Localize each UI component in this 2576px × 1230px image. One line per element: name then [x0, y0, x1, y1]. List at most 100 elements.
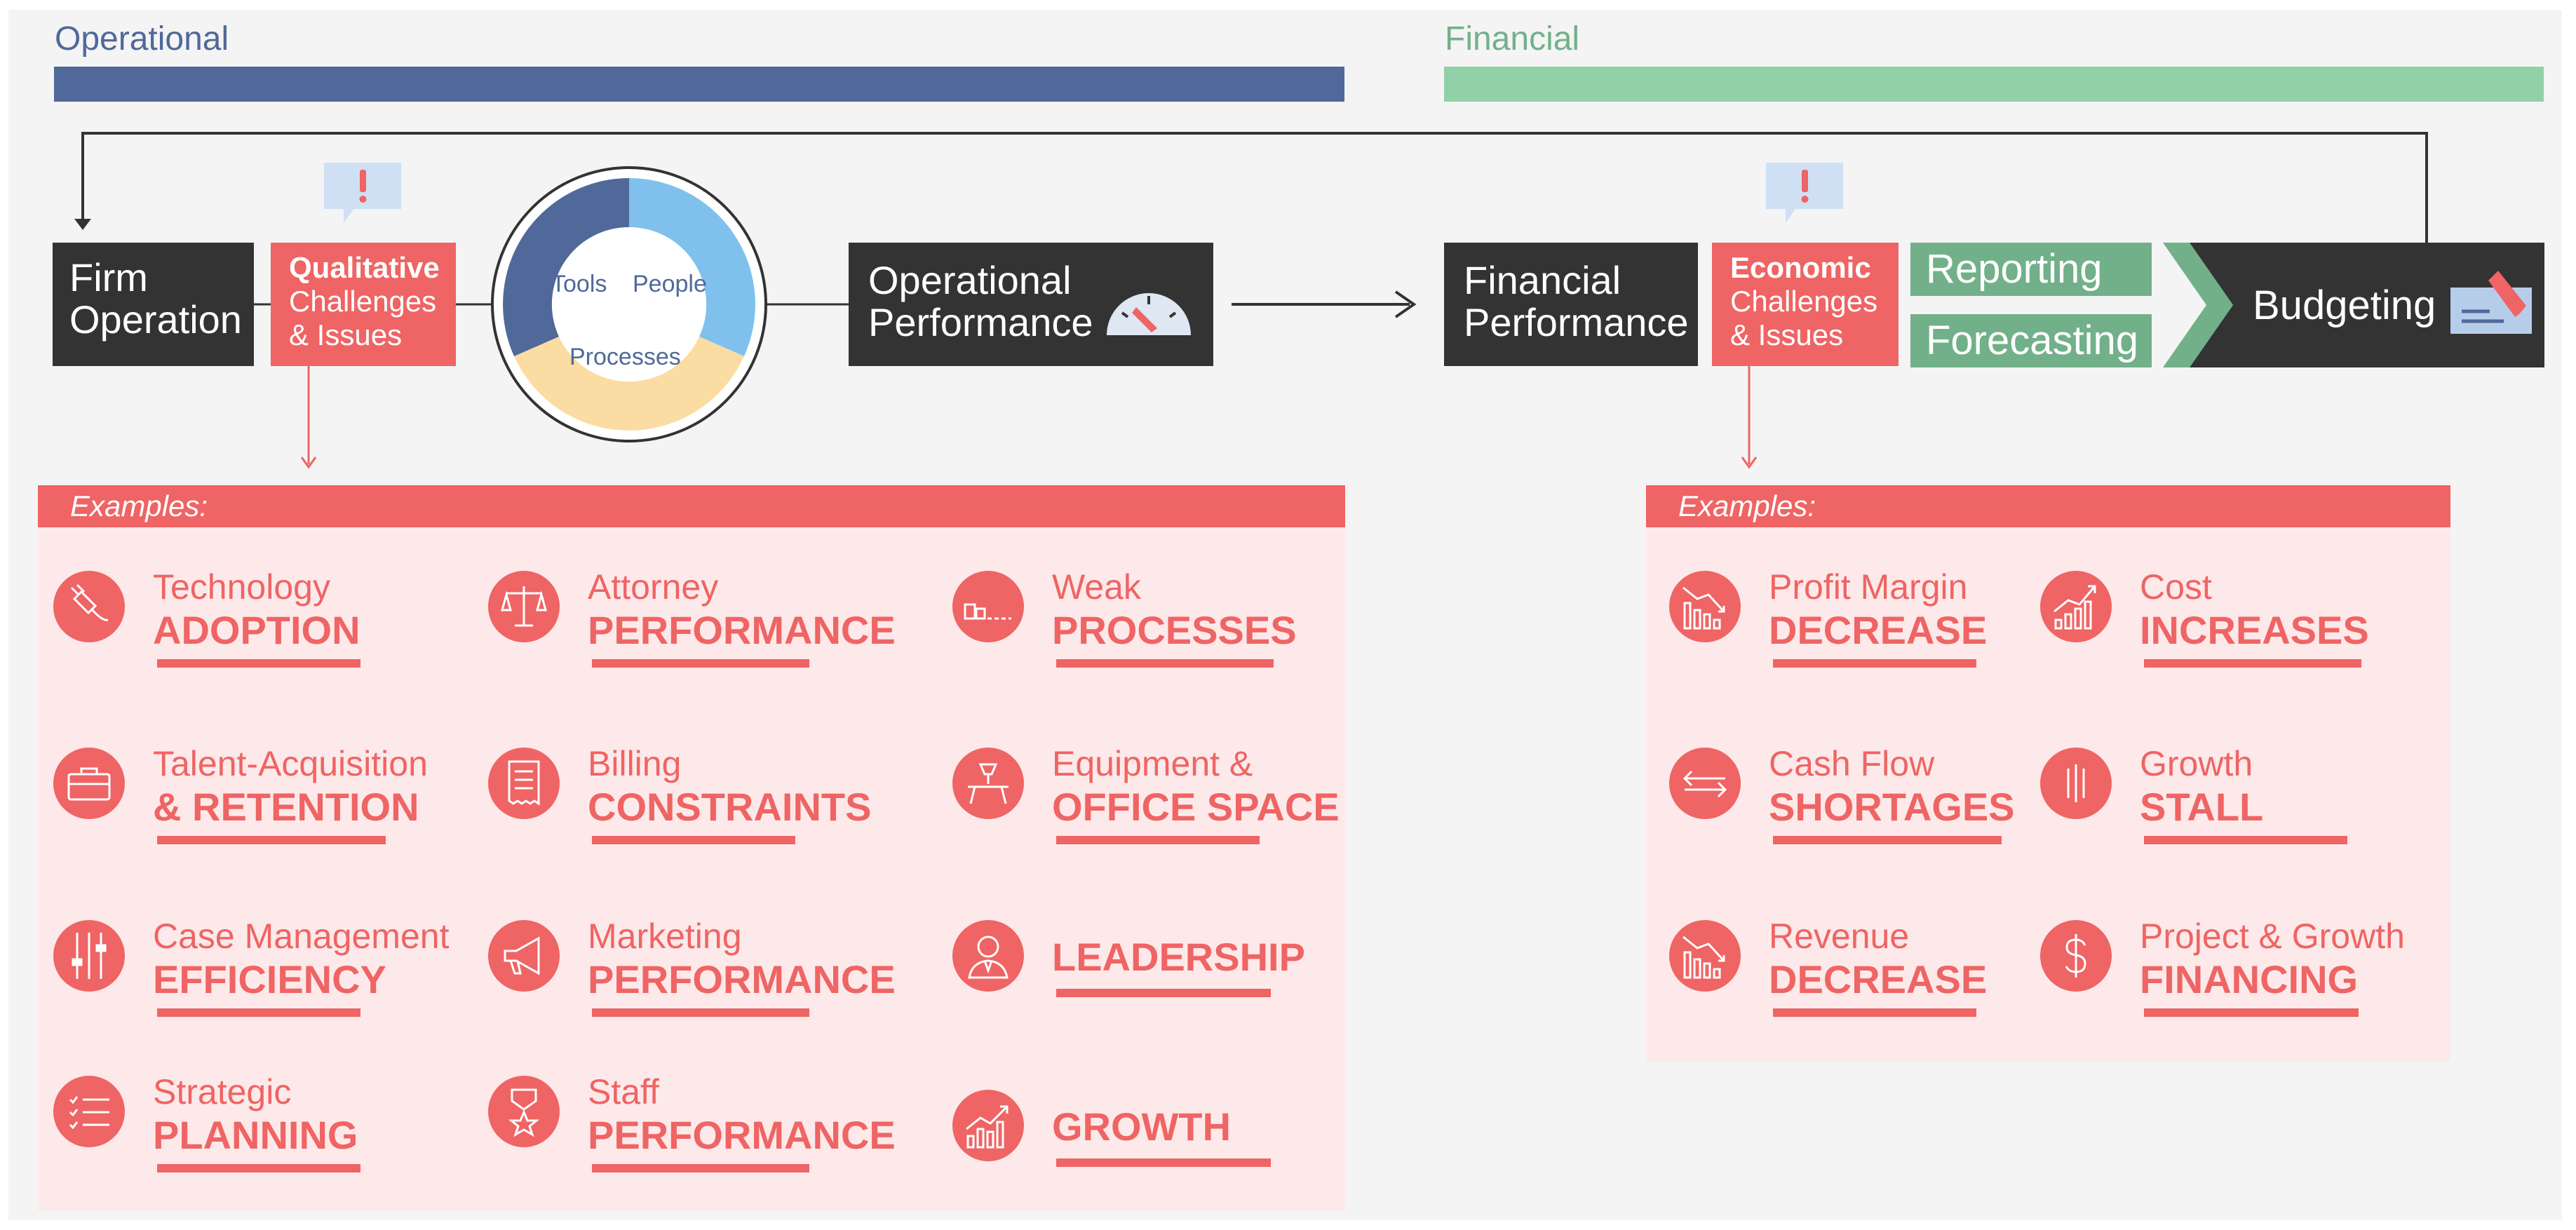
medal-icon: [488, 1076, 560, 1147]
economic-challenges-box: Economic Challenges & Issues: [1712, 243, 1899, 366]
example-revenue-decrease: Revenue DECREASE: [1669, 917, 2076, 1032]
item-line2: DECREASE: [1769, 608, 1988, 652]
item-line2: EFFICIENCY: [153, 957, 386, 1001]
scales-icon: [488, 571, 560, 642]
example-marketing-performance: Marketing PERFORMANCE: [488, 917, 896, 1032]
item-line1: Staff: [588, 1072, 659, 1111]
item-line2: SHORTAGES: [1769, 785, 2015, 829]
item-line2: INCREASES: [2140, 608, 2369, 652]
financial-performance-line2: Performance: [1464, 300, 1689, 344]
qualitative-line2: Challenges: [289, 285, 437, 318]
qualitative-line3: & Issues: [289, 318, 403, 351]
item-line1: Equipment &: [1052, 744, 1253, 783]
decline-chart-icon: [1669, 920, 1741, 992]
item-line1: Growth: [2140, 744, 2253, 783]
example-strategic-planning: Strategic PLANNING: [53, 1072, 460, 1188]
briefcase-icon: [53, 748, 125, 819]
financial-performance-box: Financial Performance: [1444, 243, 1698, 366]
item-line2: CONSTRAINTS: [588, 785, 872, 829]
operational-examples-panel: [38, 485, 1345, 1210]
item-line2: PLANNING: [153, 1113, 358, 1157]
item-line2: & RETENTION: [153, 785, 419, 829]
operational-examples-header: Examples:: [38, 485, 1345, 527]
checklist-icon: [53, 1076, 125, 1147]
speedometer-icon: [1107, 293, 1191, 335]
item-line1: Project & Growth: [2140, 917, 2405, 956]
operational-performance-line2: Performance: [868, 300, 1093, 344]
economic-line3: & Issues: [1730, 318, 1844, 351]
financial-performance-line1: Financial: [1464, 258, 1621, 302]
item-line2: PROCESSES: [1052, 608, 1297, 652]
item-line2: PERFORMANCE: [588, 957, 896, 1001]
firm-operation-box: Firm Operation: [53, 243, 254, 366]
example-talent-acquisition: Talent-Acquisition & RETENTION: [53, 744, 460, 860]
operational-label: Operational: [55, 20, 229, 58]
economic-title: Economic: [1730, 251, 1871, 284]
sliders-icon: [53, 920, 125, 992]
item-line1: Cash Flow: [1769, 744, 1935, 783]
example-weak-processes: Weak PROCESSES: [952, 567, 1359, 683]
operational-performance-line1: Operational: [868, 258, 1072, 302]
item-line2: PERFORMANCE: [588, 1113, 896, 1157]
donut-people-label: People: [633, 271, 707, 297]
receipt-icon: [488, 748, 560, 819]
item-line2: LEADERSHIP: [1052, 935, 1305, 979]
example-growth-stall: Growth STALL: [2040, 744, 2447, 860]
example-attorney-performance: Attorney PERFORMANCE: [488, 567, 896, 683]
item-line2: ADOPTION: [153, 608, 360, 652]
megaphone-icon: [488, 920, 560, 992]
growth-chart-icon: [952, 1090, 1024, 1161]
alert-bubble-icon: [324, 163, 401, 223]
example-technology-adoption: Technology ADOPTION: [53, 567, 460, 683]
qualitative-title: Qualitative: [289, 251, 440, 284]
item-line2: FINANCING: [2140, 957, 2359, 1001]
processes-segment: [514, 337, 744, 431]
exchange-arrows-icon: [1669, 748, 1741, 819]
example-leadership: LEADERSHIP: [952, 920, 1359, 1032]
example-staff-performance: Staff PERFORMANCE: [488, 1072, 896, 1188]
person-icon: [952, 920, 1024, 992]
item-line1: Case Management: [153, 917, 450, 956]
item-line1: Talent-Acquisition: [153, 744, 428, 783]
feedback-arrowhead: [74, 219, 91, 230]
budgeting-label: Budgeting: [2253, 283, 2436, 328]
financial-examples-header: Examples:: [1646, 485, 2450, 527]
item-line2: GROWTH: [1052, 1104, 1232, 1149]
financial-bar: [1444, 67, 2544, 102]
decline-chart-icon: [1669, 571, 1741, 642]
people-segment: [629, 178, 755, 356]
example-profit-margin-decrease: Profit Margin DECREASE: [1669, 567, 2076, 683]
tools-people-processes-donut: [491, 166, 767, 442]
signed-document-icon: [2450, 271, 2532, 334]
item-line2: OFFICE SPACE: [1052, 785, 1340, 829]
item-line1: Profit Margin: [1769, 567, 1968, 607]
example-case-management: Case Management EFFICIENCY: [53, 917, 460, 1032]
stall-bars-icon: [2040, 748, 2112, 819]
item-line1: Marketing: [588, 917, 742, 956]
example-cash-flow-shortages: Cash Flow SHORTAGES: [1669, 744, 2076, 860]
donut-tools-label: Tools: [551, 271, 607, 297]
item-line2: STALL: [2140, 785, 2264, 829]
dollar-icon: [2040, 920, 2112, 992]
item-line1: Cost: [2140, 567, 2212, 607]
blocks-icon: [952, 571, 1024, 642]
item-line1: Revenue: [1769, 917, 1910, 956]
rise-chart-icon: [2040, 571, 2112, 642]
example-cost-increases: Cost INCREASES: [2040, 567, 2447, 683]
firm-operation-line1: Firm: [69, 255, 148, 299]
example-billing-constraints: Billing CONSTRAINTS: [488, 744, 895, 860]
item-line1: Weak: [1052, 567, 1141, 607]
forecasting-box: Forecasting: [1910, 314, 2152, 367]
item-line1: Attorney: [588, 567, 719, 607]
feedback-loop-line: [81, 132, 2428, 243]
example-equipment-office-space: Equipment & OFFICE SPACE: [952, 744, 1359, 860]
alert-bubble-icon: [1766, 163, 1843, 223]
example-growth: GROWTH: [952, 1090, 1359, 1202]
item-line1: Technology: [153, 567, 330, 607]
arrowhead-qual-examples: [300, 457, 317, 469]
plug-icon: [53, 571, 125, 642]
arrowhead-econ-examples: [1741, 457, 1758, 469]
economic-line2: Challenges: [1730, 285, 1878, 318]
item-line2: DECREASE: [1769, 957, 1988, 1001]
